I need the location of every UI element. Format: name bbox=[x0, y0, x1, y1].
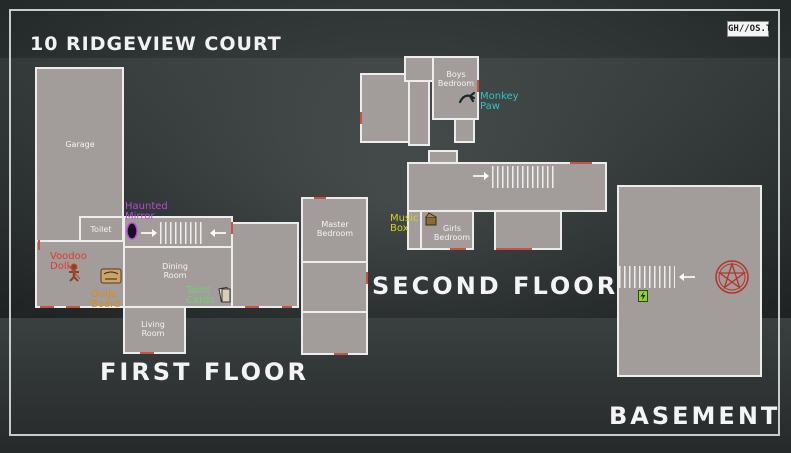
music-box-icon bbox=[425, 212, 437, 226]
door bbox=[477, 80, 479, 92]
door bbox=[282, 306, 292, 308]
room-girls-bedroom-label: Girls Bedroom bbox=[433, 224, 471, 242]
item-ouija-board-label: Ouija Board bbox=[91, 289, 121, 310]
room-master-bedroom-label: Master Bedroom bbox=[316, 220, 354, 238]
item-music-box-label: Music Box bbox=[390, 213, 419, 234]
door bbox=[450, 248, 466, 250]
door bbox=[496, 248, 532, 250]
door bbox=[570, 162, 592, 164]
arrow-left-icon bbox=[679, 273, 695, 281]
door bbox=[38, 240, 40, 250]
room-boys-bedroom-label: Boys Bedroom bbox=[437, 70, 475, 88]
room-upstairs-room-west bbox=[360, 73, 412, 143]
door bbox=[140, 352, 154, 354]
room-toilet bbox=[79, 216, 124, 242]
pentagram-icon bbox=[715, 260, 749, 294]
room-upstairs-closet bbox=[408, 80, 430, 146]
arrow-right-icon bbox=[473, 172, 489, 180]
map-frame bbox=[9, 9, 780, 436]
door bbox=[314, 197, 326, 199]
door bbox=[231, 222, 233, 234]
floor-label-second: SECOND FLOOR bbox=[372, 272, 619, 300]
room-upstairs-bath-east bbox=[494, 210, 562, 250]
item-monkey-paw-label: Monkey Paw bbox=[480, 91, 519, 112]
ouija-board-icon bbox=[100, 268, 122, 284]
room-boys-bedroom bbox=[432, 56, 479, 120]
room-living bbox=[123, 306, 186, 354]
voodoo-doll-icon bbox=[67, 263, 81, 282]
door bbox=[366, 272, 368, 284]
door bbox=[40, 306, 54, 308]
room-master-bath bbox=[301, 311, 368, 355]
floor-label-basement: BASEMENT bbox=[609, 402, 781, 430]
room-living-label: Living Room bbox=[141, 320, 165, 338]
door bbox=[334, 353, 348, 355]
room-garage-label: Garage bbox=[65, 140, 95, 149]
door bbox=[360, 112, 362, 124]
item-tarot-cards-label: Tarot Cards bbox=[186, 285, 215, 306]
logo-badge: GH//OS.T bbox=[727, 21, 771, 37]
door bbox=[245, 306, 259, 308]
door bbox=[66, 306, 80, 308]
fuse-box-icon bbox=[638, 290, 648, 302]
basement-stairs bbox=[619, 266, 675, 288]
arrow-right-icon bbox=[141, 229, 157, 237]
tarot-cards-icon bbox=[218, 286, 231, 303]
second-floor-stairs bbox=[492, 166, 554, 188]
first-floor-stairs bbox=[160, 222, 204, 244]
map-title: 10 RIDGEVIEW COURT bbox=[30, 33, 282, 55]
room-kitchen bbox=[231, 222, 299, 308]
room-master-hall bbox=[301, 261, 368, 313]
item-haunted-mirror-label: Haunted Mirror bbox=[125, 201, 168, 222]
room-toilet-label: Toilet bbox=[90, 225, 112, 234]
room-dining-label: Dining Room bbox=[162, 262, 188, 280]
floor-label-first: FIRST FLOOR bbox=[100, 358, 309, 386]
room-boys-bath bbox=[454, 118, 475, 143]
monkey-paw-icon bbox=[458, 91, 476, 104]
haunted-mirror-icon bbox=[126, 222, 138, 240]
room-upstairs-connector bbox=[404, 56, 434, 82]
item-voodoo-doll-label: Voodoo Doll bbox=[50, 251, 87, 272]
arrow-left-icon bbox=[210, 229, 226, 237]
